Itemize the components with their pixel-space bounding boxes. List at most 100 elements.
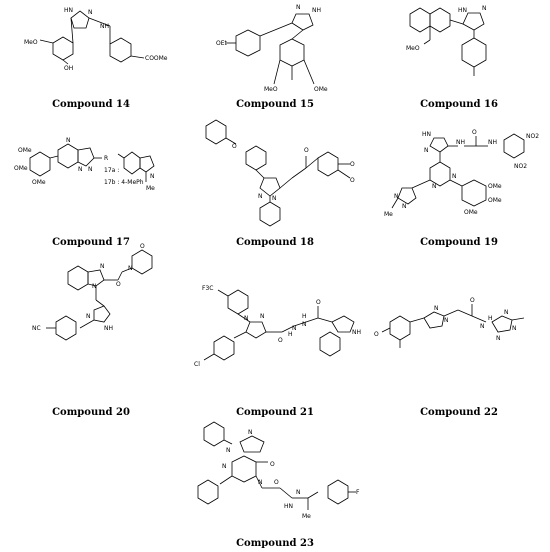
compound-14-caption: Compound 14	[52, 99, 130, 110]
compound-22-atom-o-2: O	[470, 297, 475, 304]
compound-17-atom-r: R	[104, 155, 108, 162]
compound-15-atom-nh: NH	[312, 7, 321, 14]
compound-17-label-17b: 17b : 4-MePh	[104, 179, 144, 186]
compound-18-panel: O O O O N N Compound 18	[184, 119, 366, 276]
compound-15-atom-meo: MeO	[264, 86, 278, 93]
compound-20-atom-n-1: N	[100, 263, 105, 270]
compound-23-atom-n-4: N	[258, 479, 263, 486]
compound-21-atom-h-2: H	[302, 313, 307, 320]
compound-16-structure: HN N MeO	[406, 5, 487, 76]
compound-17-structure: OMe OMe OMe N N N R 17a : 17b : 4-MePh N…	[14, 137, 155, 192]
compound-23-caption: Compound 23	[236, 538, 314, 549]
compound-19-atom-n-5: N	[394, 193, 399, 200]
compound-20-atom-n-4: N	[86, 313, 91, 320]
compound-19-atom-n-1: N	[424, 147, 429, 154]
compound-21-atom-h-1: H	[288, 331, 293, 338]
compound-14-atom-nh: NH	[100, 23, 109, 30]
compound-15-atom-ome: OMe	[314, 86, 328, 93]
compound-23-atom-n-5: N	[296, 489, 301, 496]
compound-21-panel: F3C N N O H N N H O NH Cl Compound 21	[184, 285, 366, 446]
compound-20-atom-nc: NC	[32, 325, 41, 332]
compound-18-caption: Compound 18	[236, 237, 314, 248]
compound-15-atom-n: N	[296, 4, 301, 11]
compound-15-panel: N NH OEt MeO OMe Compound 15	[184, 0, 366, 138]
compound-22-atom-n-3: N	[480, 323, 485, 330]
compound-20-panel: N O N N O N NH NC Compound 20	[0, 243, 182, 446]
compound-19-atom-ome-2: OMe	[488, 197, 502, 204]
compound-17-atom-n-2: N	[78, 166, 83, 173]
compound-16-panel: HN N MeO Compound 16	[368, 0, 550, 138]
compound-19-atom-n-4: N	[402, 203, 407, 210]
compound-19-atom-o: O	[472, 129, 477, 136]
compound-23-structure: N N O N N O HN N Me F	[197, 421, 360, 520]
compound-19-atom-n-3: N	[452, 173, 457, 180]
compound-17-atom-n-3: N	[88, 166, 93, 173]
compound-17-caption: Compound 17	[52, 237, 130, 248]
compound-19-atom-nh-1: NH	[456, 139, 465, 146]
compound-17-panel: OMe OMe OMe N N N R 17a : 17b : 4-MePh N…	[0, 137, 182, 276]
compound-16-atom-meo: MeO	[406, 45, 420, 52]
compound-21-atom-n-4: N	[302, 321, 307, 328]
compound-18-atom-n-2: N	[272, 195, 277, 202]
compound-15-caption: Compound 15	[236, 99, 314, 110]
compound-14-atom-n: N	[88, 9, 93, 16]
compound-21-atom-n-1: N	[244, 315, 249, 322]
compound-19-structure: HN N NH O NH NO2 NO2 N N N N Me OMe OMe …	[384, 129, 539, 218]
compound-21-atom-o-1: O	[278, 337, 283, 344]
compound-14-panel: HN N NH MeO OH COOMe Compound 14	[0, 0, 182, 138]
compound-15-structure: N NH OEt MeO OMe	[216, 4, 328, 93]
compound-18-atom-o-3: O	[350, 161, 355, 168]
compound-19-atom-me: Me	[384, 211, 393, 218]
compound-23-atom-o-2: O	[274, 479, 279, 486]
compound-17-atom-n-4: N	[150, 173, 155, 180]
compound-20-structure: N O N N O N NH NC	[32, 243, 153, 341]
compound-19-atom-ome-1: OMe	[488, 183, 502, 190]
compound-22-atom-n-2: N	[444, 317, 449, 324]
compound-21-atom-o-2: O	[316, 299, 321, 306]
compound-18-atom-o-1: O	[232, 143, 237, 150]
compound-14-atom-hn: HN	[64, 7, 73, 14]
compound-17-atom-me: Me	[146, 185, 155, 192]
compound-21-atom-f3c: F3C	[202, 285, 213, 292]
compound-23-atom-n-2: N	[226, 447, 231, 454]
compound-18-atom-o-2: O	[304, 147, 309, 154]
compound-17-label-17a: 17a :	[104, 167, 119, 174]
compound-23-panel: N N O N N O HN N Me F Compound 23	[184, 414, 366, 552]
compound-19-atom-no2-1: NO2	[526, 133, 539, 140]
compound-19-atom-ome-3: OMe	[464, 209, 478, 216]
compound-23-atom-hn: HN	[284, 503, 293, 510]
compound-22-structure: O N N O N N N H N	[374, 297, 525, 348]
compound-18-atom-o-4: O	[350, 177, 355, 184]
compound-18-atom-n-1: N	[258, 193, 263, 200]
compound-23-atom-n-3: N	[222, 463, 227, 470]
compound-22-caption: Compound 22	[420, 407, 498, 418]
compound-20-atom-o-2: O	[140, 243, 145, 250]
compound-17-atom-ome-1: OMe	[18, 147, 32, 154]
compound-14-structure: HN N NH MeO OH COOMe	[24, 7, 168, 72]
compound-22-atom-o-1: O	[374, 331, 379, 338]
compound-21-atom-cl: Cl	[194, 361, 200, 368]
compound-17-atom-n-1: N	[66, 137, 71, 144]
compound-22-atom-h: H	[488, 315, 493, 322]
compound-21-caption: Compound 21	[236, 407, 314, 418]
compound-22-atom-n-6: N	[504, 309, 509, 316]
compound-14-atom-coome: COOMe	[145, 55, 168, 62]
compound-22-panel: O N N O N N N H N Compound 22	[368, 297, 550, 446]
compound-17-atom-ome-2: OMe	[14, 165, 28, 172]
compound-23-atom-f: F	[356, 489, 360, 496]
compound-23-atom-me: Me	[302, 513, 311, 520]
compound-20-atom-nh: NH	[104, 325, 113, 332]
compound-19-caption: Compound 19	[420, 237, 498, 248]
compound-20-atom-o-1: O	[116, 281, 121, 288]
compound-23-atom-n-1: N	[248, 429, 253, 436]
compound-15-atom-oet: OEt	[216, 40, 228, 47]
compound-14-atom-oh: OH	[64, 65, 73, 72]
compound-23-atom-o-1: O	[270, 461, 275, 468]
compound-21-atom-n-2: N	[260, 313, 265, 320]
compound-22-atom-n-1: N	[434, 305, 439, 312]
compound-20-atom-n-2: N	[128, 265, 133, 272]
compound-19-atom-nh-2: NH	[488, 139, 497, 146]
compound-16-caption: Compound 16	[420, 99, 498, 110]
compound-21-structure: F3C N N O H N N H O NH Cl	[194, 285, 361, 368]
